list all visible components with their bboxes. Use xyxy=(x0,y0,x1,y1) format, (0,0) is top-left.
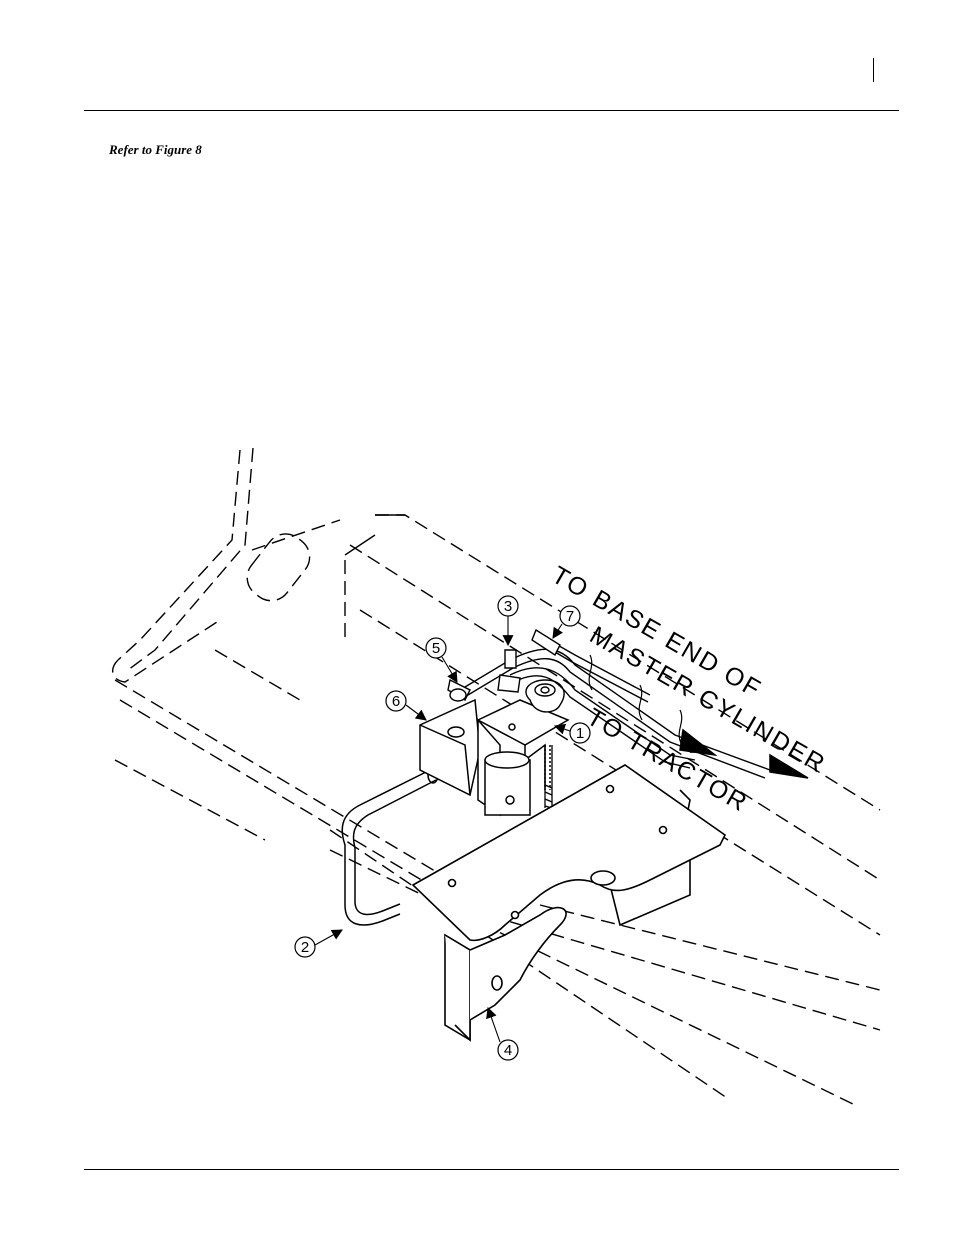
callout-3: 3 xyxy=(504,598,512,615)
valve-knob xyxy=(525,679,565,713)
callout-circle-5 xyxy=(425,637,447,659)
footer-rule xyxy=(84,1169,899,1170)
frame-solid-lines xyxy=(344,514,405,556)
callout-circle-6 xyxy=(385,690,407,712)
routing-labels: TO BASE END OF MASTER CYLINDER TO TRACTO… xyxy=(547,561,831,818)
callout-numbers: 1 2 3 4 5 6 7 xyxy=(301,598,584,1059)
callouts xyxy=(294,595,591,1061)
valve-bracket xyxy=(476,699,570,817)
callout-circle-7 xyxy=(559,605,581,627)
mounting-plate xyxy=(411,764,727,1042)
fittings xyxy=(447,628,561,702)
routing-arrows xyxy=(679,728,809,779)
adjustment-rod xyxy=(544,745,553,809)
callout-2: 2 xyxy=(301,939,309,956)
header-rule xyxy=(84,110,899,111)
callout-circle-1 xyxy=(569,722,591,744)
valve-block xyxy=(419,698,481,797)
header-tick xyxy=(873,58,874,82)
u-bolt xyxy=(341,766,439,926)
callout-5: 5 xyxy=(432,640,440,657)
callout-1: 1 xyxy=(576,725,584,742)
leader-lines xyxy=(314,616,571,1043)
callout-circle-4 xyxy=(497,1039,519,1061)
callout-7: 7 xyxy=(566,608,574,625)
callout-circle-2 xyxy=(294,936,316,958)
callout-4: 4 xyxy=(504,1042,512,1059)
callout-6: 6 xyxy=(392,693,400,710)
refer-to-figure: Refer to Figure 8 xyxy=(109,142,202,157)
